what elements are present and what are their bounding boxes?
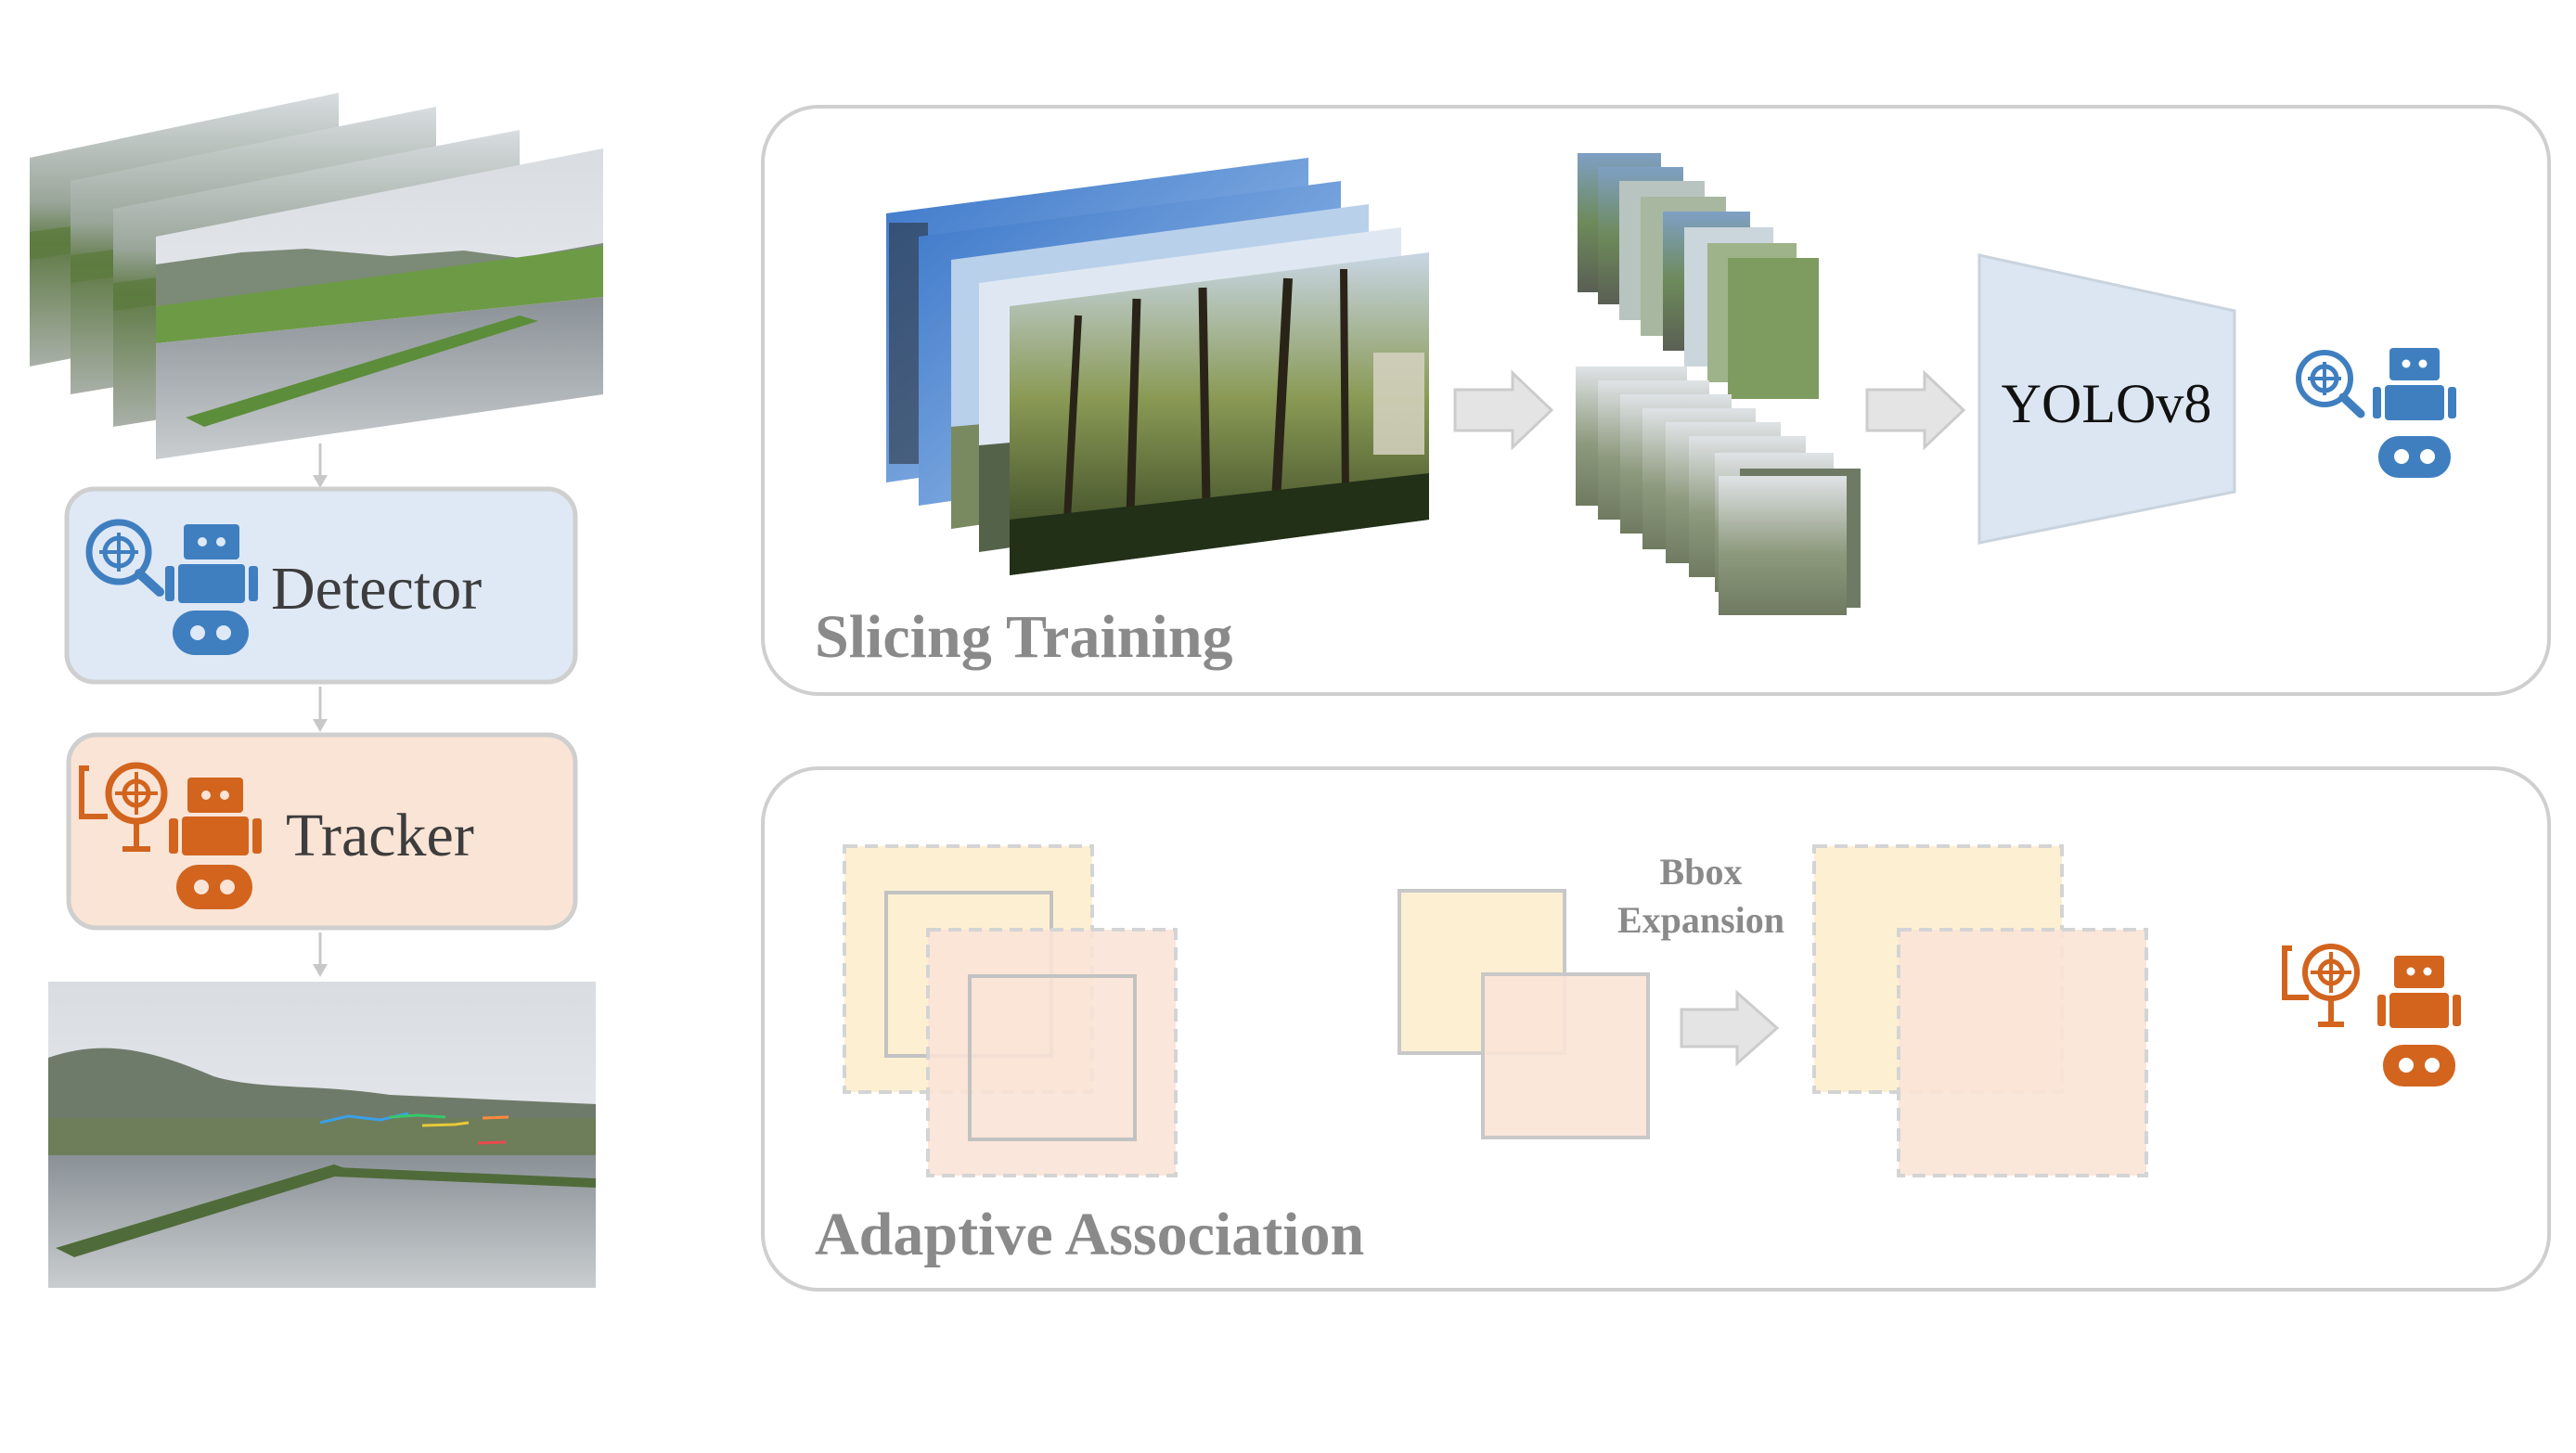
tracker-label: Tracker: [286, 802, 474, 869]
yolo-model: YOLOv8: [1977, 253, 2236, 545]
detector-icon: [2296, 348, 2456, 478]
slicing-training-title: Slicing Training: [815, 603, 1233, 671]
target-tracking-icon: [79, 762, 168, 852]
tracker-icon: [79, 762, 262, 909]
expanded-bbox-peach: [1897, 928, 2148, 1177]
magnifier-target-icon: [85, 519, 164, 597]
detector-box: Detector: [64, 486, 578, 685]
robot-icon: [169, 778, 262, 909]
original-bbox-peach: [968, 974, 1137, 1141]
tracker-icon: [2282, 944, 2461, 1087]
bbox-peach: [1481, 972, 1650, 1139]
expanded-bbox-pair-left: [843, 844, 1178, 1177]
track-line-yellow: [421, 1121, 470, 1127]
track-line-red: [477, 1140, 507, 1145]
tree-trunks: [1063, 268, 1349, 521]
detector-icon: [85, 519, 258, 655]
tracker-box: Tracker: [66, 732, 578, 931]
arrow-right-icon: [1680, 989, 1780, 1067]
expanded-bbox-pair-right: [1812, 844, 2148, 1177]
bbox-expansion-label-line1: Bbox: [1660, 851, 1743, 893]
output-frame: [48, 982, 596, 1288]
detector-label: Detector: [271, 555, 482, 623]
arrow-right-icon: [1865, 369, 1966, 451]
track-line-orange: [482, 1115, 509, 1120]
track-line-green: [389, 1113, 446, 1119]
robot-icon: [165, 524, 258, 655]
original-bbox-pair: [1397, 889, 1650, 1139]
magnifier-target-icon: [2296, 350, 2365, 418]
training-images-stack: [886, 158, 1429, 575]
target-tracking-icon: [2282, 944, 2360, 1027]
input-frames: [30, 93, 603, 459]
input-frame-front: [156, 148, 603, 459]
slicing-training-panel: YOLOv8 Slicing Train: [761, 105, 2551, 696]
arrow-right-icon: [1453, 369, 1554, 451]
robot-icon: [2377, 956, 2461, 1087]
adaptive-association-title: Adaptive Association: [815, 1201, 1364, 1268]
robot-icon: [2373, 348, 2456, 478]
adaptive-association-panel: Bbox Expansion: [761, 766, 2551, 1292]
bbox-expansion-label-line2: Expansion: [1617, 899, 1784, 941]
yolo-label: YOLOv8: [2002, 373, 2212, 434]
sliced-patches: [1576, 153, 1861, 615]
pipeline-connectors: [313, 444, 328, 977]
